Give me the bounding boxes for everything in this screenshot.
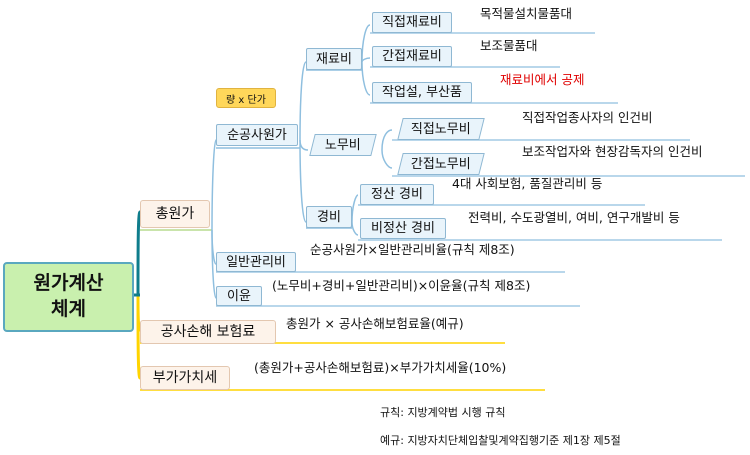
total-cost-label: 총원가: [155, 206, 195, 222]
labor-label: 노무비: [325, 137, 361, 153]
irregular-expense-label: 비정산 경비: [371, 221, 435, 236]
materials-node: 재료비: [306, 48, 362, 70]
direct-labor-node: 직접노무비: [397, 118, 485, 140]
root-title-line1: 원가계산: [33, 272, 104, 295]
indirect-labor-desc: 보조작업자와 현장감독자의 인건비: [522, 144, 703, 159]
direct-labor-desc: 직접작업종사자의 인건비: [522, 110, 653, 125]
vat-node: 부가가치세: [140, 366, 230, 390]
insurance-node: 공사손해 보험료: [140, 320, 276, 344]
profit-desc: (노무비+경비+일반관리비)×이윤율(규칙 제8조): [272, 278, 531, 293]
insurance-desc: 총원가 × 공사손해보험료율(예규): [286, 316, 464, 331]
quantity-price-note: 량 x 단가: [216, 88, 276, 108]
regular-expense-node: 정산 경비: [360, 184, 434, 205]
indirect-materials-desc: 보조물품대: [480, 38, 538, 53]
overhead-desc: 순공사원가×일반관리비율(규칙 제8조): [310, 242, 515, 257]
indirect-labor-label: 간접노무비: [411, 156, 471, 172]
irregular-expense-node: 비정산 경비: [360, 218, 446, 239]
insurance-label: 공사손해 보험료: [160, 324, 256, 340]
direct-materials-label: 직접재료비: [382, 15, 442, 30]
regular-expense-label: 정산 경비: [371, 187, 423, 202]
vat-label: 부가가치세: [152, 370, 218, 386]
indirect-materials-node: 간접재료비: [372, 46, 452, 67]
net-cost-label: 순공사원가: [227, 127, 287, 143]
root-node: 원가계산 체계: [3, 262, 134, 332]
irregular-expense-desc: 전력비, 수도광열비, 여비, 연구개발비 등: [468, 210, 680, 225]
labor-node: 노무비: [309, 134, 377, 156]
root-title-line2: 체계: [51, 298, 86, 320]
net-cost-node: 순공사원가: [216, 124, 298, 146]
footnote-rule: 규칙: 지방계약법 시행 규칙: [380, 406, 506, 419]
direct-materials-node: 직접재료비: [372, 12, 452, 33]
direct-materials-desc: 목적물설치물품대: [480, 6, 573, 21]
overhead-label: 일반관리비: [226, 254, 286, 270]
vat-desc: (총원가+공사손해보험료)×부가가치세율(10%): [254, 360, 507, 375]
byproduct-node: 작업설, 부산품: [372, 82, 472, 103]
byproduct-label: 작업설, 부산품: [381, 85, 463, 100]
indirect-materials-label: 간접재료비: [382, 49, 442, 64]
profit-label: 이윤: [227, 288, 251, 304]
profit-node: 이윤: [216, 286, 262, 306]
quantity-price-note-text: 량 x 단가: [226, 94, 266, 106]
byproduct-desc: 재료비에서 공제: [500, 72, 585, 87]
expense-node: 경비: [306, 206, 352, 228]
total-cost-node: 총원가: [140, 200, 210, 228]
direct-labor-label: 직접노무비: [411, 121, 471, 137]
regular-expense-desc: 4대 사회보험, 품질관리비 등: [452, 176, 603, 191]
footnote-directive: 예규: 지방자치단체입찰및계약집행기준 제1장 제5절: [380, 434, 621, 447]
materials-label: 재료비: [316, 51, 352, 67]
overhead-node: 일반관리비: [216, 252, 296, 272]
expense-label: 경비: [317, 209, 341, 225]
indirect-labor-node: 간접노무비: [397, 153, 485, 175]
